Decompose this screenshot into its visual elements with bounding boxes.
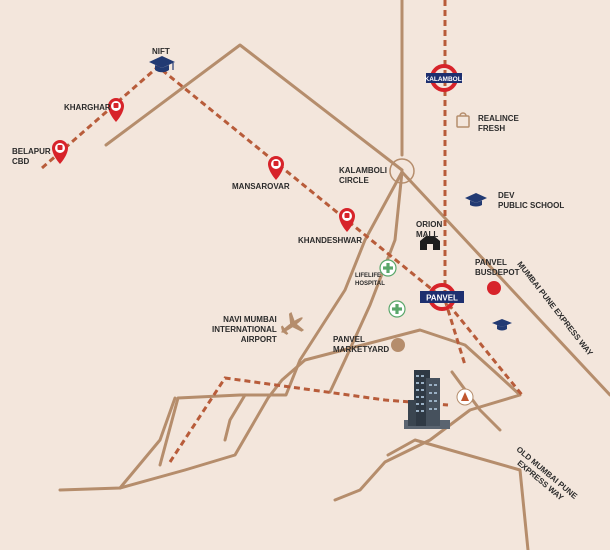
road-west-branch (158, 170, 404, 467)
airplane-icon (280, 311, 305, 335)
project-building-icon (404, 370, 450, 429)
place-label-dev-public-school: DEV PUBLIC SCHOOL (498, 191, 565, 210)
place-label-orion-mall: ORION MALL (416, 220, 443, 239)
metro-station-roundel-icon (420, 283, 464, 311)
hospital-cross-icon (379, 259, 397, 277)
place-label-panvel-busdepot: PANVEL BUSDEPOT (475, 258, 520, 277)
train-pin-icon (108, 98, 124, 122)
graduation-cap-icon (149, 56, 175, 73)
kalamboli-circle-marker (389, 158, 415, 184)
road-southwest (58, 358, 307, 492)
road-east-spur (450, 370, 502, 432)
old-mumbai-pune-expressway-road (386, 438, 530, 550)
road-central (328, 170, 404, 394)
hospital-cross-icon (388, 300, 406, 318)
place-label-kharghar: KHARGHAR (64, 103, 111, 112)
place-label-nift: NIFT (152, 47, 170, 56)
place-label-kalamboli-circle: KALAMBOLI CIRCLE (339, 166, 387, 185)
place-label-belapur: BELAPUR CBD (12, 147, 51, 166)
metro-line-kalamboli-panvel (443, 0, 467, 366)
train-pin-icon (52, 140, 68, 164)
shopping-bag-icon (456, 112, 470, 128)
station-name-panvel: PANVEL (426, 294, 458, 303)
road-north-ridge (104, 43, 404, 172)
bus-depot-icon (487, 281, 501, 295)
mall-icon (420, 236, 440, 250)
mumbai-pune-expressway-road (400, 170, 610, 397)
metro-line-belapur-nift (41, 63, 161, 170)
place-label-marketyard: PANVEL MARKETYARD (333, 335, 390, 354)
road-south-loop (303, 328, 522, 502)
road-connector (223, 393, 247, 442)
train-pin-icon (268, 156, 284, 180)
temple-icon (456, 388, 474, 406)
place-label-mansarovar: MANSAROVAR (232, 182, 290, 191)
road-network (58, 0, 610, 550)
road-loop-west (118, 396, 177, 490)
place-label-lifeline-hospital: LIFELIFE HOSPITAL (355, 273, 385, 287)
place-label-airport: NAVI MUMBAI INTERNATIONAL AIRPORT (212, 315, 277, 344)
station-name-kalamboli: KALAMBOLI (425, 76, 464, 83)
train-pin-icon (339, 208, 355, 232)
place-label-reliance-fresh: REALINCE FRESH (478, 114, 519, 133)
marketyard-icon (391, 338, 405, 352)
place-label-khandeshwar: KHANDESHWAR (298, 236, 362, 245)
graduation-cap-icon (492, 319, 512, 331)
graduation-cap-icon (465, 193, 487, 207)
metro-station-roundel-icon (426, 64, 462, 92)
